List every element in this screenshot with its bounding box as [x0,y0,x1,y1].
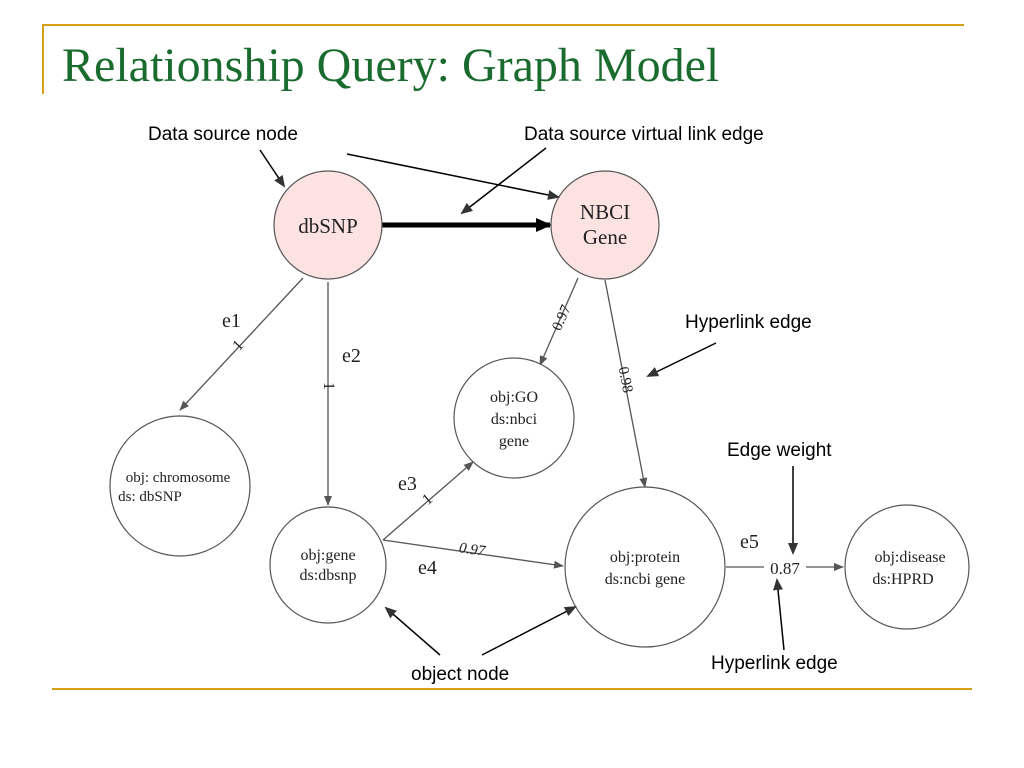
edges [179,218,844,571]
node-gene-line-1: obj:gene [300,547,355,564]
annotation-data-source-node: Data source node [148,124,298,145]
edge-e3-name: e3 [398,473,417,495]
edge-e2-name: e2 [342,345,361,367]
title-accent-horizontal [42,24,964,26]
annotation-arrow-to-protein-node [481,606,577,656]
annotation-arrow-to-virtual-edge [460,147,547,215]
node-nbci-gene-line-1: NBCI [580,200,630,224]
node-disease-line-2: ds:HPRD [872,571,933,588]
annotation-arrow-to-hyperlink-bottom [773,578,785,651]
annotations: Data source node Data source virtual lin… [148,124,838,685]
node-chromosome: obj: chromosome ds: dbSNP [109,415,251,557]
edge-e4-weight: 0.97 [458,540,488,560]
node-go-line-1: obj:GO [490,389,538,406]
annotation-virtual-link-edge: Data source virtual link edge [524,124,764,145]
edge-e4-name: e4 [418,557,437,579]
edge-e5-weight: 0.87 [770,559,800,578]
edge-e1-name: e1 [222,310,241,332]
bottom-rule [52,688,972,690]
nodes: dbSNP NBCI Gene obj: chromosome ds: dbSN… [109,170,970,648]
annotation-arrow-to-nbci [346,153,560,200]
edge-e1 [179,277,304,411]
annotation-hyperlink-edge-top: Hyperlink edge [685,312,812,333]
annotation-arrow-to-gene-node [384,606,441,656]
edge-e5-name: e5 [740,531,759,553]
edge-labels: e1 1 e2 1 0.97 0.98 e3 1 e4 0.97 e5 0.87 [222,302,806,579]
node-go: obj:GO ds:nbci gene [453,357,575,479]
annotation-arrow-to-dbsnp [259,149,286,188]
edge-e3 [382,461,474,541]
node-protein: obj:protein ds:ncbi gene [564,486,726,648]
node-nbci-gene-line-2: Gene [583,225,627,249]
node-dbsnp: dbSNP [273,170,383,280]
node-go-line-3: gene [499,433,529,450]
node-gene-line-2: ds:dbsnp [300,567,357,584]
edge-e1-weight: 1 [229,337,247,354]
edge-nbci-protein-weight: 0.98 [615,365,636,394]
edge-nbci-go [539,277,579,366]
annotation-hyperlink-edge-bottom: Hyperlink edge [711,653,838,674]
node-disease-line-1: obj:disease [874,549,945,566]
annotation-object-node: object node [411,664,509,685]
node-gene: obj:gene ds:dbsnp [269,506,387,624]
annotation-arrow-to-hyperlink-top [646,342,717,377]
node-go-line-2: ds:nbci [491,411,538,428]
node-disease: obj:disease ds:HPRD [844,504,970,630]
edge-e2-weight: 1 [320,382,337,390]
edge-nbci-go-weight: 0.97 [549,302,574,333]
node-protein-line-2: ds:ncbi gene [605,571,685,588]
title-accent-vertical [42,24,44,94]
edge-e4 [382,539,564,569]
node-nbci-gene: NBCI Gene [550,170,660,280]
node-chromosome-line-1: obj: chromosome [126,470,231,486]
slide-title: Relationship Query: Graph Model [62,39,720,92]
edge-nbci-protein [604,279,648,488]
annotation-edge-weight: Edge weight [727,440,832,461]
node-chromosome-line-2: ds: dbSNP [118,489,182,505]
node-protein-line-1: obj:protein [610,549,680,566]
node-dbsnp-line-1: dbSNP [298,214,358,238]
